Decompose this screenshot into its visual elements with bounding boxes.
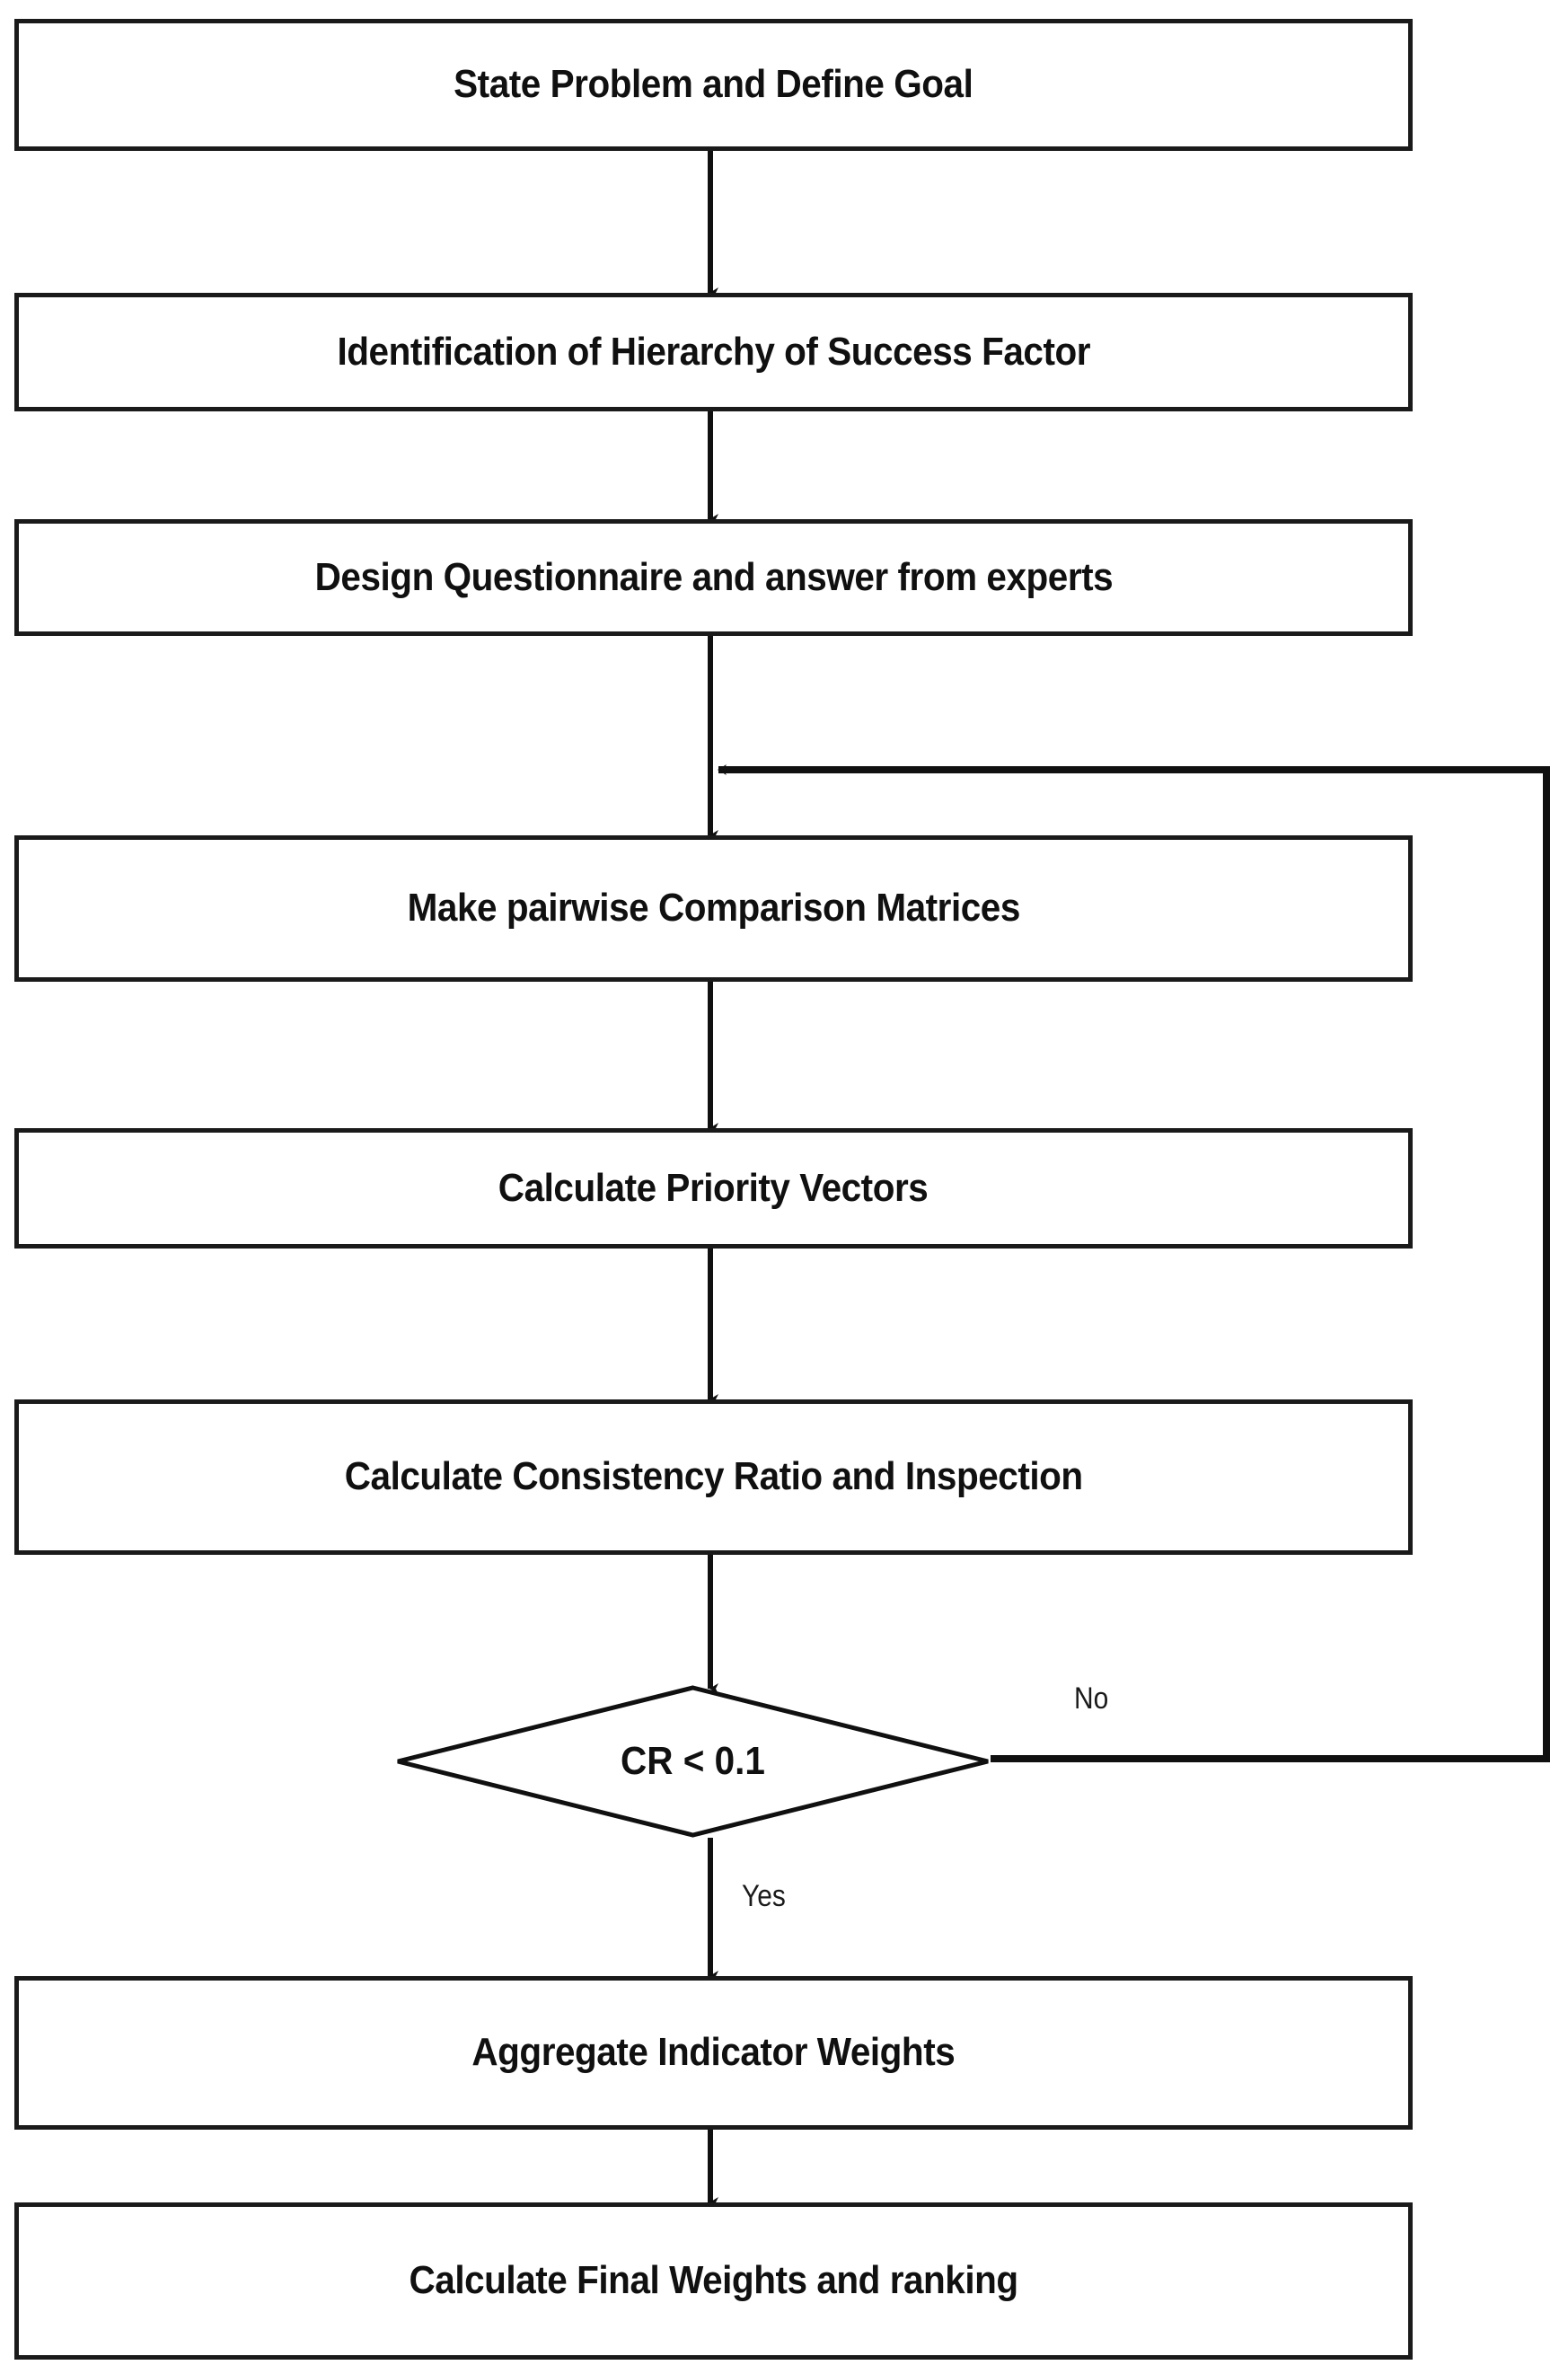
decision-node-cr-threshold[interactable]: CR < 0.1 [395, 1685, 991, 1838]
process-node-identification-hierarchy[interactable]: Identification of Hierarchy of Success F… [14, 293, 1413, 411]
process-node-pairwise-matrices[interactable]: Make pairwise Comparison Matrices [14, 835, 1413, 982]
process-node-aggregate-weights[interactable]: Aggregate Indicator Weights [14, 1976, 1413, 2130]
process-node-consistency-ratio[interactable]: Calculate Consistency Ratio and Inspecti… [14, 1399, 1413, 1555]
process-node-design-questionnaire[interactable]: Design Questionnaire and answer from exp… [14, 519, 1413, 636]
process-node-state-problem[interactable]: State Problem and Define Goal [14, 19, 1413, 151]
decision-diamond-shape [397, 1685, 989, 1838]
process-node-priority-vectors[interactable]: Calculate Priority Vectors [14, 1128, 1413, 1249]
node-label: Identification of Hierarchy of Success F… [337, 329, 1090, 374]
node-label: Calculate Priority Vectors [498, 1165, 929, 1210]
node-label: State Problem and Define Goal [454, 62, 973, 107]
edge-label-no: No [1074, 1681, 1109, 1716]
node-label: Make pairwise Comparison Matrices [407, 886, 1020, 931]
node-label: Aggregate Indicator Weights [471, 2030, 956, 2075]
process-node-final-weights-ranking[interactable]: Calculate Final Weights and ranking [14, 2202, 1413, 2360]
node-label: Calculate Final Weights and ranking [409, 2258, 1018, 2303]
node-label: Design Questionnaire and answer from exp… [314, 554, 1113, 599]
edge-label-yes: Yes [742, 1879, 786, 1913]
node-label: Calculate Consistency Ratio and Inspecti… [344, 1454, 1083, 1499]
